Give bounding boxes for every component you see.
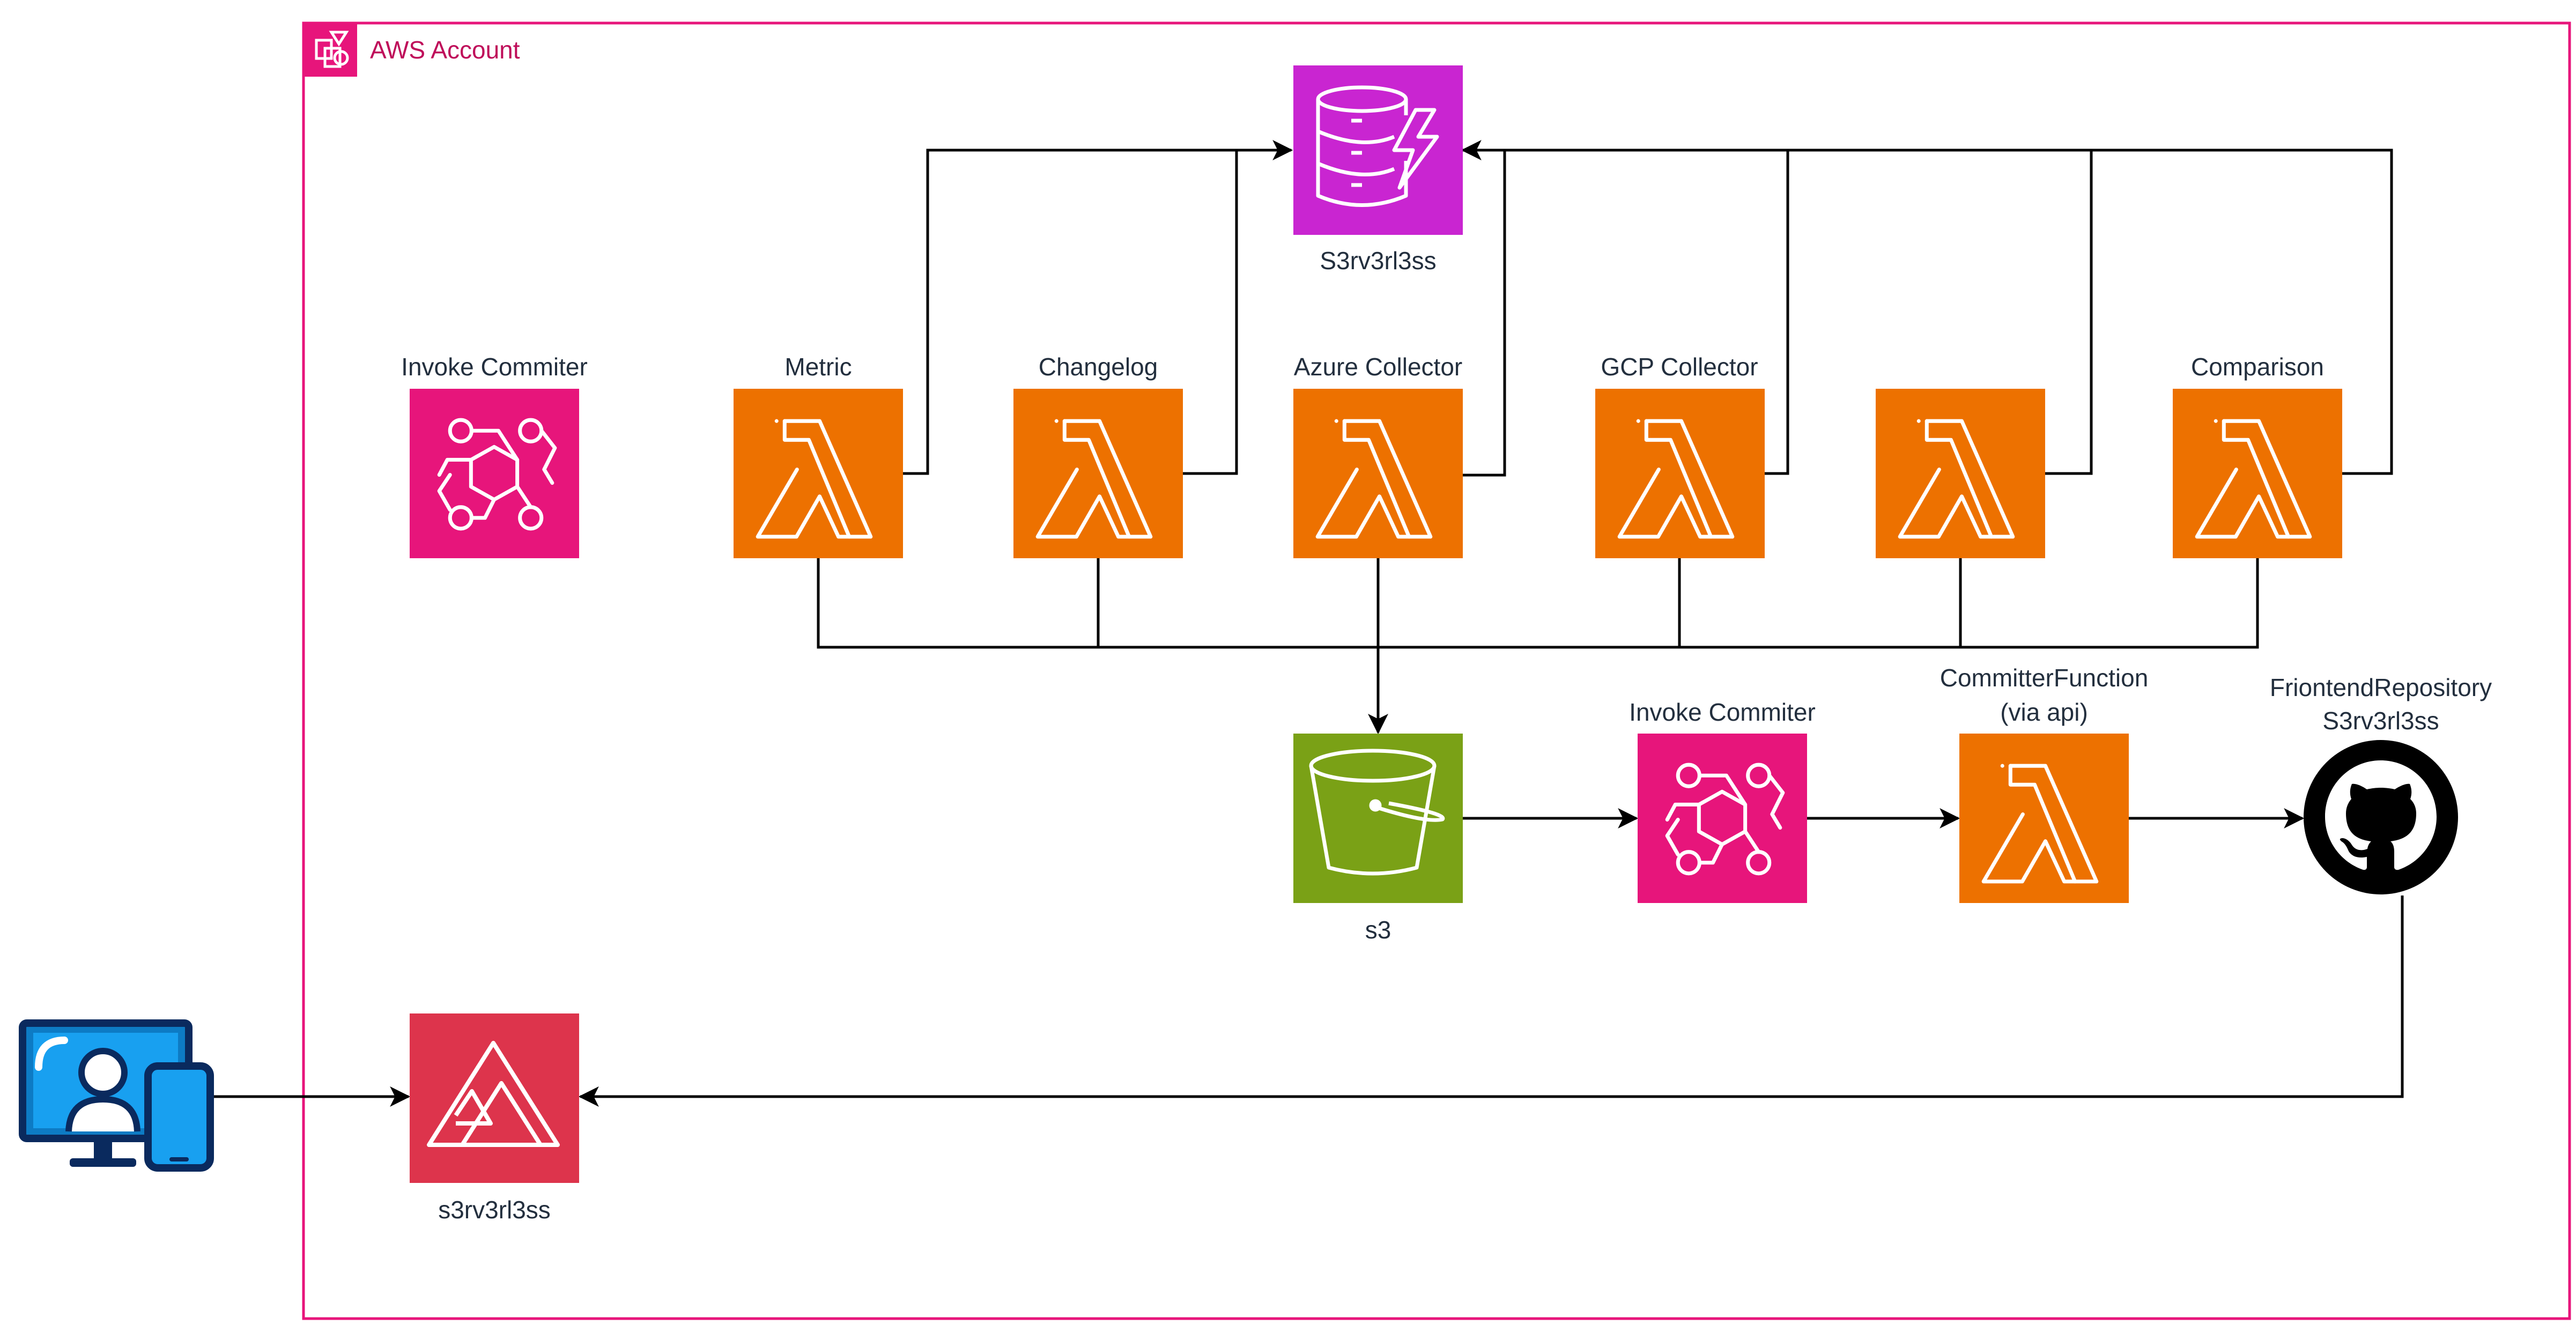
edge-metric-dynamodb: [902, 140, 1293, 475]
lambda-icon: [1013, 389, 1183, 558]
azure-collector-label: Azure Collector: [1294, 353, 1462, 381]
gcp-collector-label: GCP Collector: [1601, 353, 1758, 381]
dynamodb-icon: [1316, 85, 1439, 207]
edge-unnamed-dynamodb: [1788, 149, 2093, 475]
committer-function-label-1: CommitterFunction: [1940, 664, 2149, 692]
invoke-commiter-top-node[interactable]: Invoke Commiter: [401, 353, 588, 558]
aws-account-icon: [304, 23, 357, 77]
metric-node[interactable]: Metric: [734, 353, 903, 558]
gcp-collector-node[interactable]: GCP Collector: [1595, 353, 1765, 558]
frontend-repo-label-1: FriontendRepository: [2270, 674, 2492, 701]
lambda-icon: [1876, 389, 2045, 558]
amplify-label: s3rv3rl3ss: [438, 1196, 551, 1224]
eventbridge-icon: [1638, 734, 1807, 903]
changelog-node[interactable]: Changelog: [1013, 353, 1183, 558]
invoke-commiter-mid-label: Invoke Commiter: [1629, 698, 1816, 726]
user-devices-icon: [19, 1019, 214, 1172]
edge-changelog-dynamodb: [1183, 150, 1238, 475]
metric-label: Metric: [784, 353, 852, 381]
eventbridge-icon: [410, 389, 579, 558]
invoke-commiter-top-label: Invoke Commiter: [401, 353, 588, 381]
comparison-node[interactable]: Comparison: [2173, 353, 2342, 558]
aws-account-label: AWS Account: [370, 36, 520, 64]
changelog-label: Changelog: [1039, 353, 1158, 381]
amplify-node[interactable]: s3rv3rl3ss: [410, 1013, 579, 1224]
edge-bus: [817, 558, 2259, 649]
dynamodb-label: S3rv3rl3ss: [1320, 247, 1436, 275]
committer-function-label-2: (via api): [2000, 698, 2088, 726]
committer-function-node[interactable]: CommitterFunction (via api): [1940, 664, 2149, 903]
connectors: [213, 140, 2404, 1107]
edge-comparison-dynamodb: [2091, 149, 2393, 475]
edge-github-amplify: [578, 896, 2404, 1107]
lambda-icon: [1595, 389, 1765, 558]
s3-node[interactable]: s3: [1293, 734, 1463, 944]
dynamodb-node[interactable]: S3rv3rl3ss: [1293, 65, 1463, 275]
lambda-icon: [1959, 734, 2129, 903]
invoke-commiter-mid-node[interactable]: Invoke Commiter: [1629, 698, 1816, 903]
azure-collector-node[interactable]: Azure Collector: [1293, 353, 1463, 558]
comparison-label: Comparison: [2191, 353, 2324, 381]
unnamed-lambda-node[interactable]: [1876, 389, 2045, 558]
github-icon: [2304, 740, 2458, 894]
frontend-repo-label-2: S3rv3rl3ss: [2322, 707, 2439, 735]
s3-bucket-icon: [1309, 749, 1445, 876]
frontend-repo-node[interactable]: FriontendRepository S3rv3rl3ss: [2270, 674, 2492, 894]
lambda-icon: [2173, 389, 2342, 558]
lambda-icon: [1293, 389, 1463, 558]
edge-azure-dynamodb: [1461, 140, 1506, 477]
edge-gcp-dynamodb: [1505, 149, 1789, 475]
amplify-icon: [427, 1041, 560, 1147]
s3-label: s3: [1365, 916, 1391, 944]
aws-account-group: [302, 21, 2571, 1320]
lambda-icon: [734, 389, 903, 558]
